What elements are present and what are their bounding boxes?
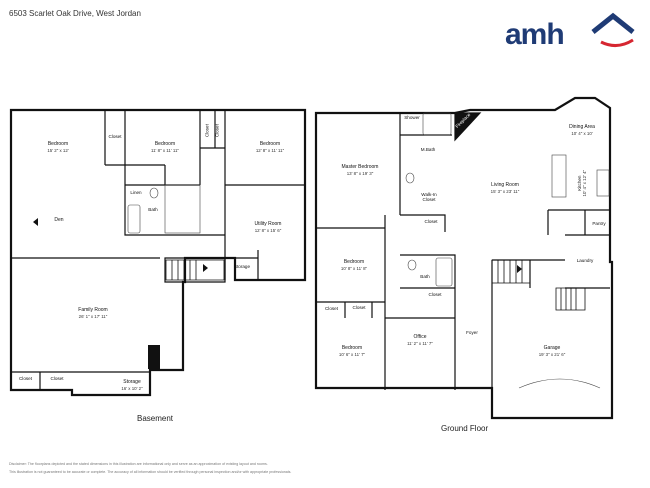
- disclaimer-line-2: This illustration is not guaranteed to b…: [9, 470, 292, 474]
- room-ground-shower: Shower: [404, 115, 420, 120]
- room-basement-bath: Bath: [148, 207, 158, 212]
- room-basement-closet-3: Closet: [214, 124, 220, 138]
- basement-label: Basement: [137, 414, 174, 423]
- room-ground-bath: Bath: [420, 274, 430, 279]
- amh-logo: amh: [505, 10, 635, 52]
- room-basement-closet-2: Closet: [204, 124, 210, 138]
- room-ground-foyer: Foyer: [466, 330, 478, 335]
- room-ground-closet-4: Closet: [352, 305, 366, 310]
- room-basement-closet-5: Closet: [50, 376, 64, 381]
- room-basement-closet-4: Closet: [18, 376, 33, 381]
- room-basement-den: Den: [54, 217, 64, 223]
- room-ground-laundry: Laundry: [576, 258, 594, 263]
- ground-outline: [314, 96, 614, 420]
- ground-floor-label: Ground Floor: [441, 424, 489, 433]
- room-ground-closet-1: Closet: [424, 219, 438, 224]
- property-address: 6503 Scarlet Oak Drive, West Jordan: [9, 9, 141, 18]
- room-ground-pantry: Pantry: [592, 221, 606, 226]
- room-ground-mbath: M.Bath: [420, 147, 436, 152]
- logo-text: amh: [505, 18, 565, 51]
- room-ground-walkin: Walk-In Closet: [421, 192, 437, 203]
- room-ground-closet-3: Closet: [324, 306, 339, 311]
- room-basement-storage-1: Storage: [233, 264, 251, 269]
- room-basement-closet-1: Closet: [108, 134, 122, 139]
- house-roof-icon: [591, 12, 635, 47]
- disclaimer-line-1: Disclaimer: The floorplans depicted and …: [9, 462, 268, 466]
- room-basement-linen: Linen: [130, 190, 142, 195]
- room-ground-closet-2: Closet: [428, 292, 442, 297]
